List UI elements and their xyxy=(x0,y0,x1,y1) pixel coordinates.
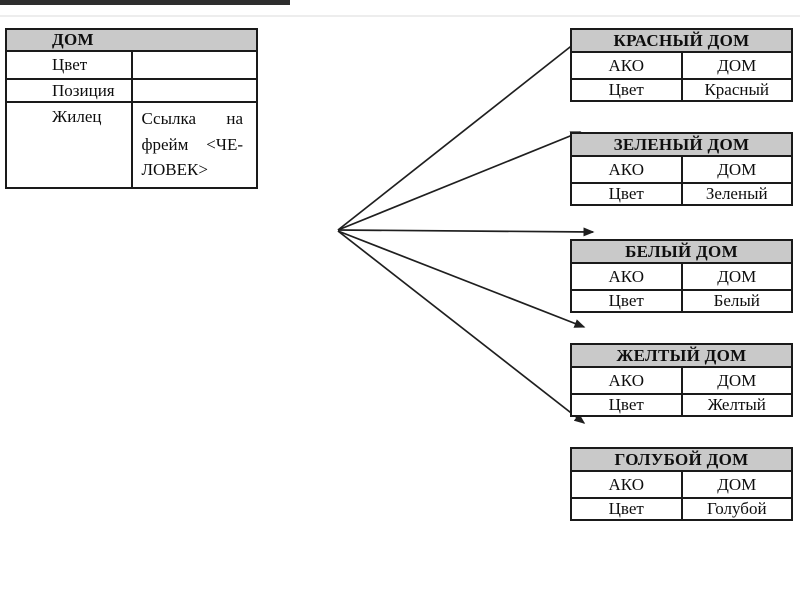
arrow-dom-to-white-house xyxy=(337,227,595,237)
slot-value: ДОМ xyxy=(680,51,793,80)
slot-value: Ссылка на фрейм <ЧЕ-ЛОВЕК> xyxy=(130,101,258,189)
frame-header-row: ЖЕЛТЫЙ ДОМ xyxy=(570,343,793,368)
slot-value-empty xyxy=(130,50,258,80)
slot-row: Цвет Голубой xyxy=(570,497,793,521)
slot-value: Белый xyxy=(680,289,793,313)
frame-header-row: ГОЛУБОЙ ДОМ xyxy=(570,447,793,472)
slot-row: Жилец Ссылка на фрейм <ЧЕ-ЛОВЕК> xyxy=(5,101,258,189)
frame-title: ЖЕЛТЫЙ ДОМ xyxy=(570,343,793,368)
frame-title: БЕЛЫЙ ДОМ xyxy=(570,239,793,264)
frame-header-row: КРАСНЫЙ ДОМ xyxy=(570,28,793,53)
frame-title: КРАСНЫЙ ДОМ xyxy=(570,28,793,53)
slot-value: Зеленый xyxy=(680,182,793,206)
slot-name: АКО xyxy=(570,470,683,499)
slot-value: ДОМ xyxy=(680,155,793,184)
frame-header-row: ДОМ xyxy=(5,28,258,52)
frame-title: ЗЕЛЕНЫЙ ДОМ xyxy=(570,132,793,157)
slot-name: АКО xyxy=(570,51,683,80)
slot-name: Позиция xyxy=(5,78,133,103)
slot-value: ДОМ xyxy=(680,470,793,499)
slot-name: Цвет xyxy=(5,50,133,80)
scan-artifact-top-bar xyxy=(0,0,290,5)
slot-name: АКО xyxy=(570,366,683,395)
slot-row: Цвет Белый xyxy=(570,289,793,313)
slot-row: АКО ДОМ xyxy=(570,155,793,184)
frame-table-dom: ДОМ Цвет Позиция Жилец Ссылка на фрейм <… xyxy=(5,28,258,189)
frame-table-white-house: БЕЛЫЙ ДОМ АКО ДОМ Цвет Белый xyxy=(570,239,793,313)
slot-name: Жилец xyxy=(5,101,133,189)
slot-name: Цвет xyxy=(570,78,683,102)
slot-row: АКО ДОМ xyxy=(570,262,793,291)
slot-row: Цвет Красный xyxy=(570,78,793,102)
slot-value: Желтый xyxy=(680,393,793,417)
slot-row: Цвет xyxy=(5,50,258,80)
slot-row: Цвет Зеленый xyxy=(570,182,793,206)
slot-value: ДОМ xyxy=(680,262,793,291)
frame-table-green-house: ЗЕЛЕНЫЙ ДОМ АКО ДОМ Цвет Зеленый xyxy=(570,132,793,206)
arrow-dom-to-yellow-house xyxy=(337,230,586,328)
slot-name: Цвет xyxy=(570,393,683,417)
arrow-dom-to-red-house xyxy=(337,35,586,231)
slot-row: Цвет Желтый xyxy=(570,393,793,417)
slot-value: Голубой xyxy=(680,497,793,521)
slot-name: АКО xyxy=(570,262,683,291)
frame-table-lightblue-house: ГОЛУБОЙ ДОМ АКО ДОМ Цвет Голубой xyxy=(570,447,793,521)
arrow-dom-to-green-house xyxy=(337,131,582,231)
slot-value: ДОМ xyxy=(680,366,793,395)
frame-table-yellow-house: ЖЕЛТЫЙ ДОМ АКО ДОМ Цвет Желтый xyxy=(570,343,793,417)
slot-name: Цвет xyxy=(570,182,683,206)
slot-name: АКО xyxy=(570,155,683,184)
slot-name: Цвет xyxy=(570,289,683,313)
slot-row: АКО ДОМ xyxy=(570,470,793,499)
arrow-dom-to-blue-house xyxy=(337,230,586,424)
slot-value-empty xyxy=(130,78,258,103)
slot-value: Красный xyxy=(680,78,793,102)
slot-row: АКО ДОМ xyxy=(570,366,793,395)
frame-title: ДОМ xyxy=(5,28,258,52)
scan-artifact-faint-line xyxy=(0,15,800,17)
frame-header-row: БЕЛЫЙ ДОМ xyxy=(570,239,793,264)
frame-title: ГОЛУБОЙ ДОМ xyxy=(570,447,793,472)
slot-row: Позиция xyxy=(5,78,258,103)
slot-name: Цвет xyxy=(570,497,683,521)
slot-row: АКО ДОМ xyxy=(570,51,793,80)
frame-header-row: ЗЕЛЕНЫЙ ДОМ xyxy=(570,132,793,157)
frame-table-red-house: КРАСНЫЙ ДОМ АКО ДОМ Цвет Красный xyxy=(570,28,793,102)
